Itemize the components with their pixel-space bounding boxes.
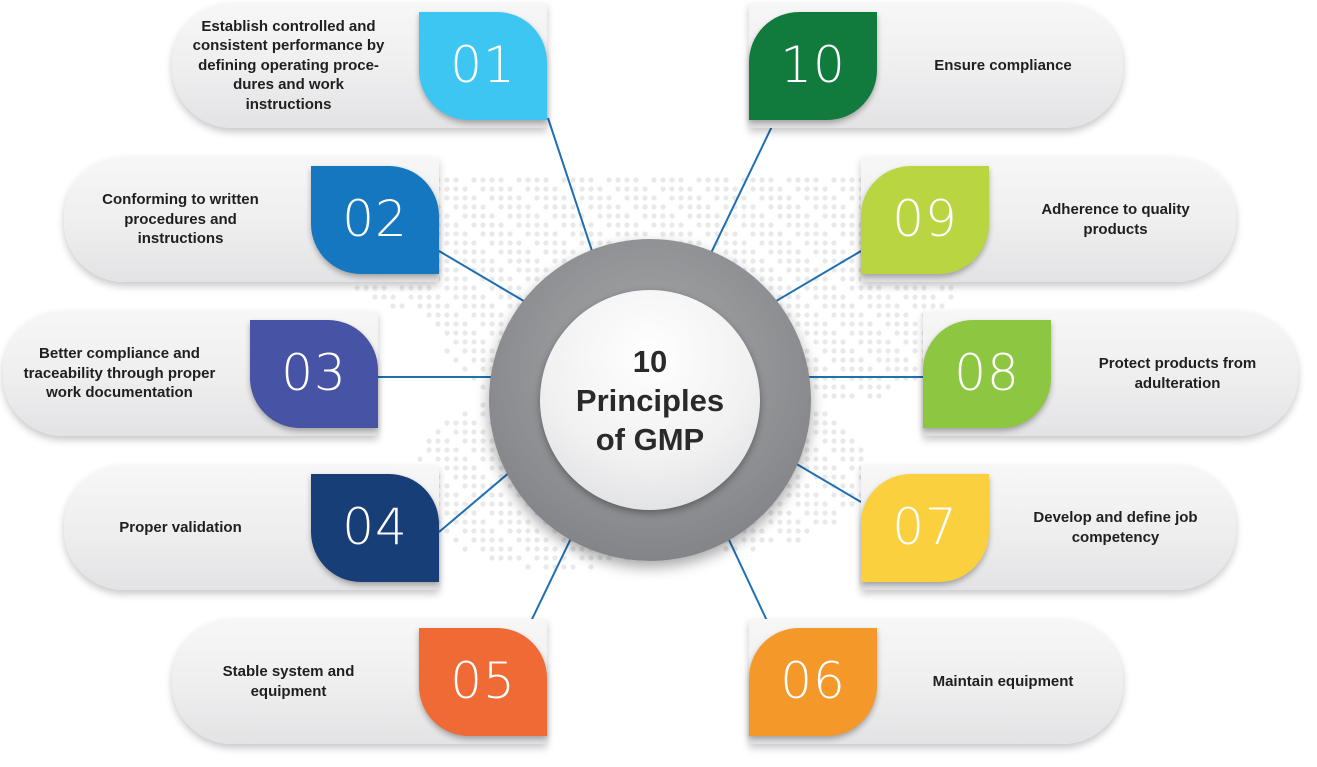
number-badge-04: 04: [311, 474, 439, 582]
description-line: work documentation: [46, 384, 193, 402]
center-title-line: 10: [632, 343, 668, 379]
description-line: consistent performance by: [192, 37, 385, 55]
principle-description: Develop and define job competency: [1021, 465, 1210, 590]
principle-card-05: Stable system and equipment 05: [172, 619, 547, 744]
description-line: competency: [1071, 528, 1160, 546]
principle-card-02: Conforming to written procedures and ins…: [64, 157, 439, 282]
description-line: Develop and define job: [1033, 509, 1198, 526]
center-title: 10 Principles of GMP: [540, 290, 760, 510]
principle-description: Better compliance and traceability throu…: [21, 311, 218, 436]
description-line: Conforming to written: [102, 191, 259, 209]
number-badge-05: 05: [419, 628, 547, 736]
center-title-line: of GMP: [595, 421, 705, 457]
principle-description: Establish controlled and consistent perf…: [190, 3, 387, 128]
number-badge-10: 10: [749, 12, 877, 120]
principle-number: 01: [450, 36, 516, 94]
principle-description: Conforming to written procedures and ins…: [82, 157, 279, 282]
description-line: Better compliance and: [39, 345, 200, 363]
description-line: Proper validation: [119, 518, 242, 536]
number-badge-06: 06: [749, 628, 877, 736]
principle-number: 07: [892, 498, 958, 556]
description-line: Establish controlled and: [201, 17, 376, 35]
principle-number: 06: [780, 652, 846, 710]
principle-description: Proper validation: [82, 465, 279, 590]
principle-number: 10: [780, 36, 846, 94]
description-line: Adherence to quality: [1041, 201, 1190, 218]
description-line: traceability through proper: [23, 364, 216, 382]
principle-card-04: Proper validation 04: [64, 465, 439, 590]
description-line: Maintain equipment: [932, 672, 1074, 690]
number-badge-09: 09: [861, 166, 989, 274]
principle-card-09: 09 Adherence to quality products: [861, 157, 1236, 282]
principle-card-08: 08 Protect products from adulteration: [923, 311, 1298, 436]
description-line: equipment: [250, 682, 327, 700]
principle-description: Adherence to quality products: [1021, 157, 1210, 282]
description-line: adulteration: [1134, 374, 1221, 392]
principle-description: Ensure compliance: [909, 3, 1097, 128]
number-badge-03: 03: [250, 320, 378, 428]
principle-number: 09: [892, 190, 958, 248]
principle-number: 08: [954, 344, 1020, 402]
number-badge-08: 08: [923, 320, 1051, 428]
principle-card-10: 10 Ensure compliance: [749, 3, 1123, 128]
description-line: Ensure compliance: [934, 56, 1072, 74]
description-line: dures and work instructions: [233, 76, 344, 113]
center-title-line: Principles: [575, 382, 725, 418]
number-badge-02: 02: [311, 166, 439, 274]
number-badge-07: 07: [861, 474, 989, 582]
principle-number: 05: [450, 652, 516, 710]
principle-description: Stable system and equipment: [190, 619, 387, 744]
principle-description: Protect products from adulteration: [1083, 311, 1272, 436]
principle-card-06: 06 Maintain equipment: [749, 619, 1123, 744]
principle-card-07: 07 Develop and define job competency: [861, 465, 1236, 590]
description-line: defining operating proce-: [198, 56, 379, 74]
principle-number: 02: [342, 190, 408, 248]
number-badge-01: 01: [419, 12, 547, 120]
principle-number: 04: [342, 498, 408, 556]
description-line: Protect products from: [1098, 355, 1257, 372]
description-line: products: [1083, 220, 1148, 238]
principle-card-01: Establish controlled and consistent perf…: [172, 3, 547, 128]
description-line: Stable system and: [222, 663, 355, 680]
description-line: procedures and instructions: [124, 210, 237, 248]
principle-description: Maintain equipment: [909, 619, 1097, 744]
principle-card-03: Better compliance and traceability throu…: [3, 311, 378, 436]
principle-number: 03: [281, 344, 347, 402]
